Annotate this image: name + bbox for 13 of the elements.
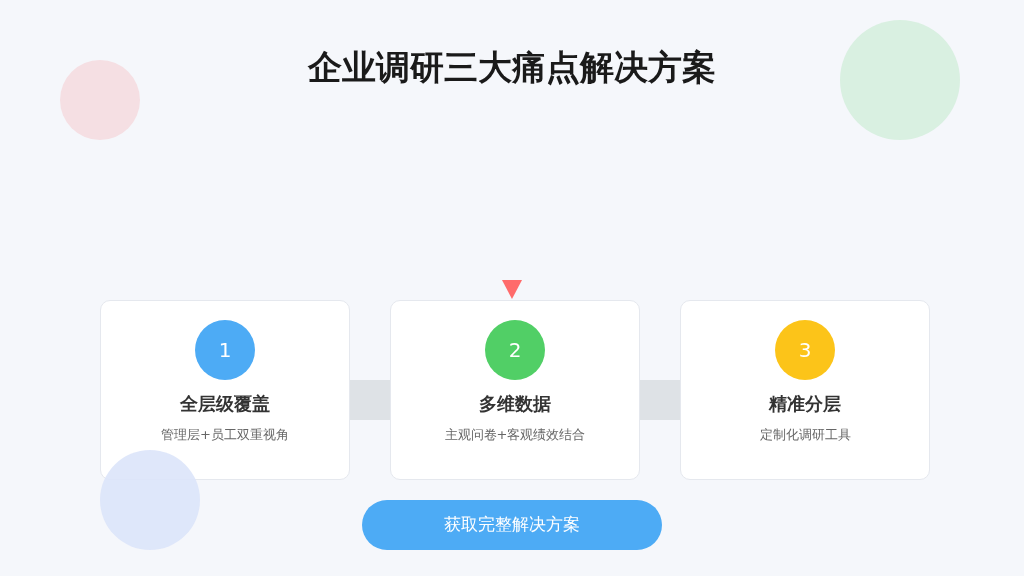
step-description: 管理层+员工双重视角 — [161, 426, 289, 444]
step-description: 主观问卷+客观绩效结合 — [444, 426, 586, 444]
connector-bar — [640, 379, 680, 420]
step-card — [680, 300, 930, 480]
step-card — [100, 300, 350, 480]
connector-bar — [350, 379, 390, 420]
step-title: 多维数据 — [479, 392, 551, 416]
step-title: 全层级覆盖 — [180, 392, 270, 416]
step-description: 定制化调研工具 — [759, 426, 851, 444]
title: 企业调研三大痛点解决方案 — [308, 46, 716, 89]
step-title: 精准分层 — [769, 392, 841, 416]
step-card — [390, 300, 640, 480]
cta-button: 获取完整解决方案 — [362, 500, 662, 550]
